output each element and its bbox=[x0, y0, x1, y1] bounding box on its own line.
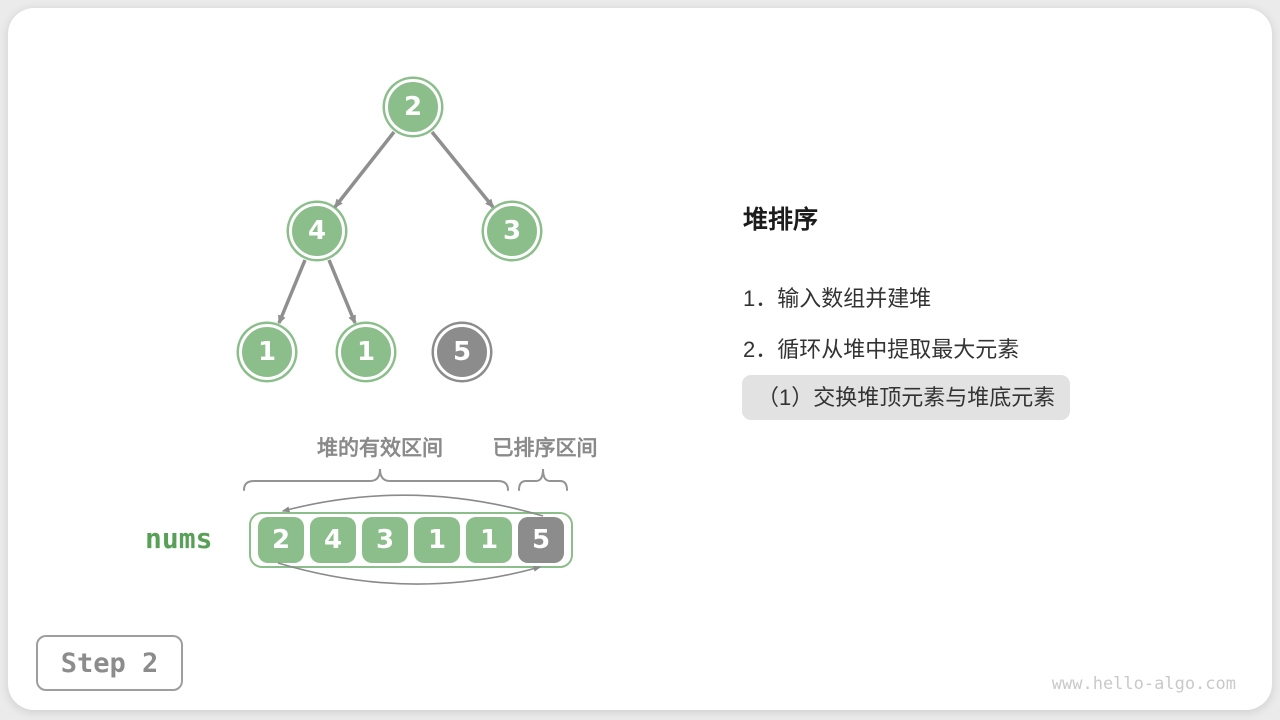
tree-node-left: 4 bbox=[289, 203, 345, 259]
heap-range-brace bbox=[243, 468, 509, 491]
edge-root-to-left bbox=[333, 130, 396, 209]
tree-node-leaf-1: 1 bbox=[239, 324, 295, 380]
panel-step-1: 1．输入数组并建堆 bbox=[743, 286, 932, 311]
array-cell: 1 bbox=[466, 517, 512, 563]
panel-step-2: 2．循环从堆中提取最大元素 bbox=[743, 337, 1020, 362]
array-name-label: nums bbox=[145, 522, 213, 555]
tree-node-value: 5 bbox=[452, 337, 472, 367]
panel-current-substep: （1）交换堆顶元素与堆底元素 bbox=[742, 375, 1071, 420]
watermark: www.hello-algo.com bbox=[1051, 674, 1236, 694]
edge-root-to-right bbox=[430, 130, 495, 209]
edge-left-to-leaf2 bbox=[327, 259, 357, 325]
step-badge: Step 2 bbox=[36, 635, 183, 691]
panel-title: 堆排序 bbox=[743, 206, 819, 234]
tree-node-leaf-2: 1 bbox=[338, 324, 394, 380]
tree-node-root: 2 bbox=[385, 79, 441, 135]
array-cell: 4 bbox=[310, 517, 356, 563]
array-cell: 2 bbox=[258, 517, 304, 563]
tree-node-value: 2 bbox=[403, 92, 423, 122]
tree-node-value: 4 bbox=[307, 216, 327, 246]
step-badge-label: Step 2 bbox=[60, 647, 159, 679]
range-braces bbox=[243, 468, 568, 491]
array-cell: 1 bbox=[414, 517, 460, 563]
tree-node-sorted: 5 bbox=[434, 324, 490, 380]
sorted-range-brace bbox=[518, 468, 568, 491]
sorted-range-label: 已排序区间 bbox=[492, 437, 598, 460]
array-container: 2 4 3 1 1 5 bbox=[249, 512, 573, 568]
tree-node-value: 1 bbox=[257, 337, 277, 367]
edge-left-to-leaf1 bbox=[277, 259, 307, 325]
tree-node-value: 1 bbox=[356, 337, 376, 367]
heap-range-label: 堆的有效区间 bbox=[317, 437, 443, 460]
tree-node-right: 3 bbox=[484, 203, 540, 259]
array-cell-sorted: 5 bbox=[518, 517, 564, 563]
figure-card bbox=[8, 8, 1272, 710]
tree-node-value: 3 bbox=[502, 216, 522, 246]
array-cell: 3 bbox=[362, 517, 408, 563]
